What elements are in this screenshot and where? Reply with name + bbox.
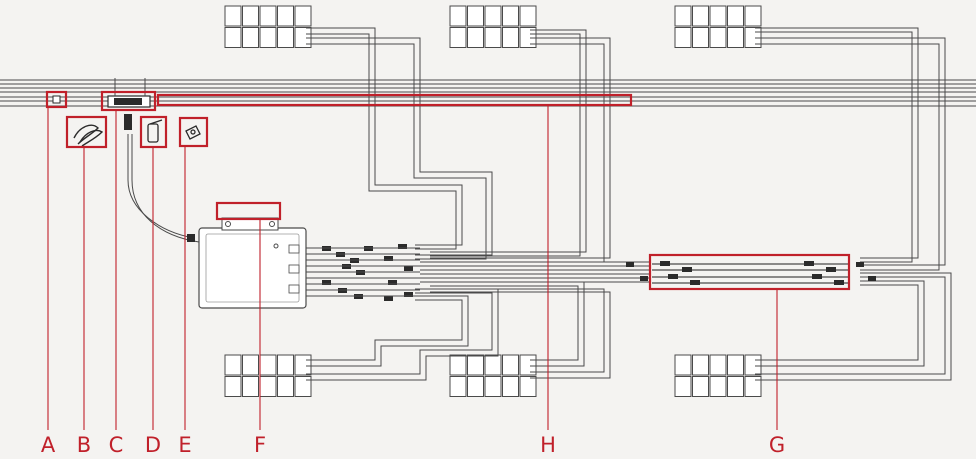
solar-panel-top-2 [449,5,537,48]
solar-cell [692,376,709,397]
solar-cell [224,376,242,397]
solar-cell [727,5,744,27]
solar-cell [484,376,502,397]
solar-cell [259,354,277,376]
solar-cell [502,5,519,27]
solar-cell [484,5,502,27]
solar-panel-top-1 [224,5,312,48]
solar-panel-bottom-1 [224,354,312,397]
ac-lead-plug [187,234,195,242]
solar-cell [467,27,484,48]
trunk-connector [107,78,151,130]
solar-cell [242,376,259,397]
callout-d: D [145,433,161,457]
mc4-connectors-extension [626,261,876,285]
solar-cell [692,5,709,27]
solar-cell [709,354,727,376]
solar-cell [674,27,692,48]
solar-cell [277,27,294,48]
leader-lines [47,105,778,430]
ac-lead-cable [127,134,200,243]
solar-cell [259,5,277,27]
solar-cell [692,27,709,48]
callout-b: B [77,433,91,457]
solar-cell [449,5,467,27]
solar-cell [727,27,744,48]
solar-cell [242,27,259,48]
solar-cell [277,5,294,27]
solar-cell [224,5,242,27]
solar-cell [242,5,259,27]
solar-cell [259,376,277,397]
solar-cell [709,5,727,27]
solar-cell [744,376,762,397]
solar-cell [294,376,312,397]
solar-cell [674,5,692,27]
highlight-box-g [648,253,851,291]
callout-a: A [41,433,56,457]
solar-cell [744,354,762,376]
inverter-dc-leads [306,247,420,297]
highlight-box-b [65,115,108,149]
solar-cell [277,354,294,376]
microinverter [198,217,307,309]
solar-cell [467,5,484,27]
solar-cell [727,354,744,376]
solar-cell [502,27,519,48]
solar-cell [744,5,762,27]
cable-clip-icon [185,125,201,140]
dc-cables [306,27,952,381]
highlight-box-f [215,201,282,221]
solar-cell [449,27,467,48]
solar-panel-top-3 [674,5,762,48]
callout-c: C [109,433,124,457]
solar-cell [484,27,502,48]
solar-cell [224,354,242,376]
highlight-box-h [156,93,633,107]
solar-cell [727,376,744,397]
highlight-boxes [45,90,851,291]
solar-cell [519,376,537,397]
solar-cell [502,376,519,397]
callout-h: H [540,433,556,457]
solar-cell [674,354,692,376]
end-cap [52,95,61,104]
highlight-box-e [178,116,209,148]
solar-cell [519,5,537,27]
solar-cell [484,354,502,376]
solar-cell [502,354,519,376]
solar-cell [449,376,467,397]
highlight-box-a [45,90,68,109]
callout-f: F [254,433,266,457]
solar-panel-bottom-2 [449,354,537,397]
solar-cell [674,376,692,397]
solar-cell [259,27,277,48]
solar-panel-bottom-3 [674,354,762,397]
callout-e: E [178,433,191,457]
callout-labels: A B C D E F H G [41,433,785,457]
solar-cell [467,354,484,376]
unlock-tool-icon [147,119,163,143]
solar-cell [467,376,484,397]
solar-cell [449,354,467,376]
solar-cell [709,376,727,397]
extension-cables [652,263,848,284]
callout-g: G [769,433,785,457]
solar-cell [294,354,312,376]
disconnect-tool-icon [73,124,104,147]
solar-cell [294,5,312,27]
highlight-box-c [100,90,157,112]
solar-cell [242,354,259,376]
solar-cell [692,354,709,376]
solar-cell [224,27,242,48]
solar-cell [709,27,727,48]
solar-cell [277,376,294,397]
